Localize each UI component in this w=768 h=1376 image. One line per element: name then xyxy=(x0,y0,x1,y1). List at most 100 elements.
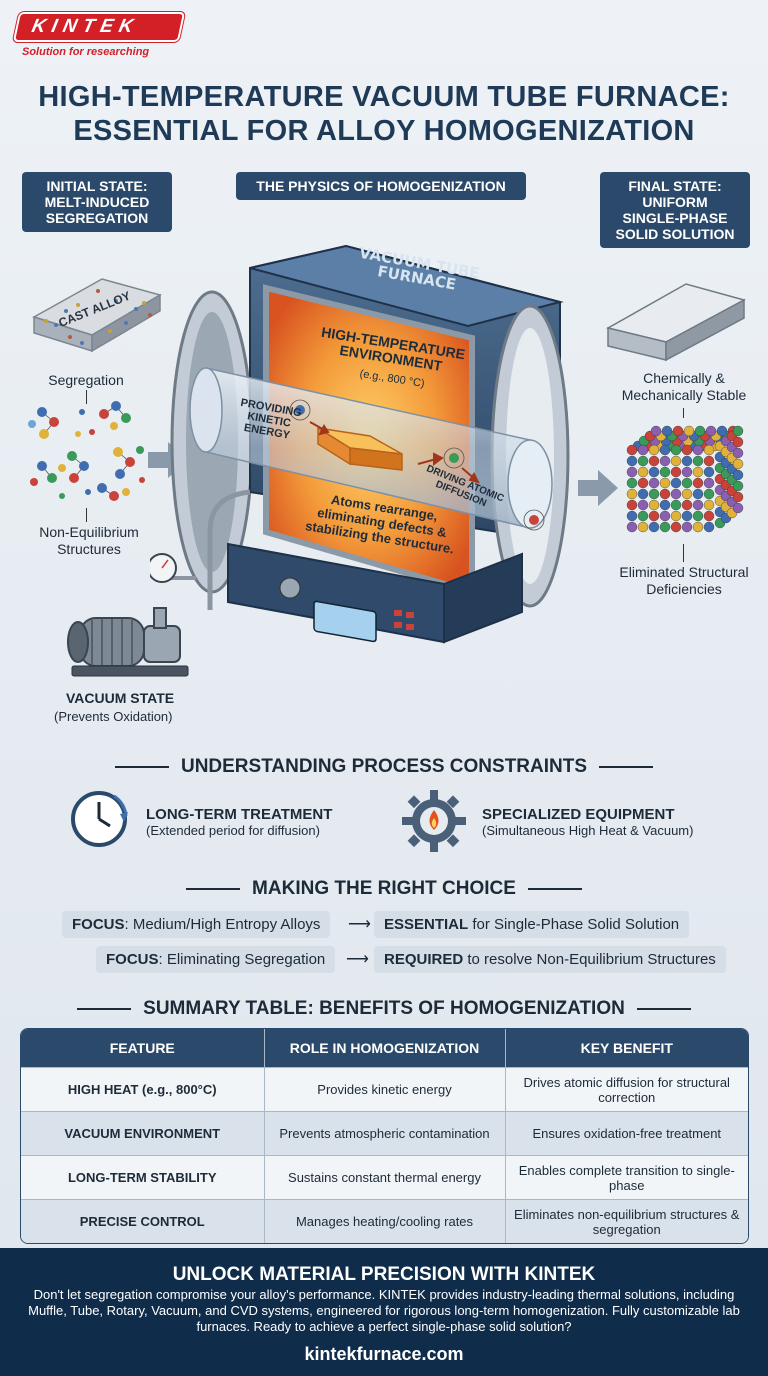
table-row: PRECISE CONTROL Manages heating/cooling … xyxy=(21,1199,748,1243)
logo-tagline: Solution for researching xyxy=(22,46,150,58)
lattice-atom xyxy=(681,455,693,467)
label-line: Non-Equilibrium xyxy=(39,524,139,540)
choice-focus-1: FOCUS: Medium/High Entropy Alloys xyxy=(62,911,331,938)
vacuum-state-label: VACUUM STATE xyxy=(66,690,175,706)
lattice-atom xyxy=(681,521,693,533)
physics-pill: THE PHYSICS OF HOMOGENIZATION xyxy=(236,172,526,200)
footer-body: Don't let segregation compromise your al… xyxy=(28,1287,740,1334)
connector-line xyxy=(683,544,684,562)
focus-keyword: FOCUS xyxy=(72,916,125,933)
arrow-right-icon xyxy=(578,470,618,506)
table-header-row: FEATURE ROLE IN HOMOGENIZATION KEY BENEF… xyxy=(21,1029,748,1068)
cast-alloy-ingot: CAST ALLOY xyxy=(32,278,162,353)
choice-result-1: ESSENTIAL for Single-Phase Solid Solutio… xyxy=(374,911,690,938)
final-state-pill: FINAL STATE: UNIFORM SINGLE-PHASE SOLID … xyxy=(600,172,750,248)
arrow-right-icon: ⟶ xyxy=(346,951,369,968)
result-keyword: ESSENTIAL xyxy=(384,916,469,933)
choice-result-2: REQUIRED to resolve Non-Equilibrium Stru… xyxy=(374,946,726,973)
lattice-atom xyxy=(637,477,649,489)
lattice-atom xyxy=(732,458,744,470)
label-line: Chemically & xyxy=(643,370,725,386)
arrow-right-icon: ⟶ xyxy=(348,916,371,933)
result-text: to resolve Non-Equilibrium Structures xyxy=(463,951,716,968)
lattice-atom xyxy=(659,510,671,522)
lattice-atom xyxy=(637,521,649,533)
pill-line: FINAL STATE: xyxy=(628,178,722,194)
lattice-atom xyxy=(626,510,638,522)
result-text: for Single-Phase Solid Solution xyxy=(468,916,680,933)
title-line-1: HIGH-TEMPERATURE VACUUM TUBE FURNACE: xyxy=(38,81,730,113)
lattice-atom xyxy=(703,488,715,500)
lattice-atom xyxy=(681,510,693,522)
lattice-atom xyxy=(648,477,660,489)
lattice-atom xyxy=(681,499,693,511)
divider xyxy=(77,1007,132,1010)
divider xyxy=(599,765,654,768)
lattice-atom xyxy=(672,425,684,437)
lattice-atom xyxy=(692,444,704,456)
lattice-atom xyxy=(703,466,715,478)
label-line: Deficiencies xyxy=(646,581,722,597)
lattice-atom xyxy=(659,466,671,478)
lattice-atom xyxy=(732,425,744,437)
choice-heading: MAKING THE RIGHT CHOICE xyxy=(0,878,768,900)
table-cell: LONG-TERM STABILITY xyxy=(21,1155,264,1200)
lattice-atom xyxy=(703,477,715,489)
lattice-atom xyxy=(659,444,671,456)
lattice-atom xyxy=(703,521,715,533)
divider xyxy=(527,887,582,890)
pill-line: UNIFORM xyxy=(642,194,708,210)
page-title: HIGH-TEMPERATURE VACUUM TUBE FURNACE: ES… xyxy=(0,80,768,148)
lattice-atom xyxy=(694,425,706,437)
column-header: KEY BENEFIT xyxy=(504,1029,748,1068)
lattice-atom xyxy=(692,455,704,467)
footer-link[interactable]: kintekfurnace.com xyxy=(304,1344,464,1364)
connector-line xyxy=(683,408,684,418)
connector-line xyxy=(86,508,87,522)
lattice-atom xyxy=(683,425,695,437)
label-line: Structures xyxy=(57,541,121,557)
summary-table: FEATURE ROLE IN HOMOGENIZATION KEY BENEF… xyxy=(20,1028,749,1244)
label-line: Mechanically Stable xyxy=(621,387,747,403)
lattice-atom xyxy=(670,466,682,478)
lattice-atom xyxy=(626,455,638,467)
pill-line: SOLID SOLUTION xyxy=(615,226,735,242)
pill-line: SINGLE-PHASE xyxy=(622,210,728,226)
lattice-atom xyxy=(659,455,671,467)
lattice-atom xyxy=(648,444,660,456)
lattice-atom xyxy=(703,499,715,511)
table-cell: VACUUM ENVIRONMENT xyxy=(21,1111,264,1156)
lattice-atom xyxy=(637,444,649,456)
lattice-atom xyxy=(648,510,660,522)
lattice-atom xyxy=(681,444,693,456)
constraints-heading: UNDERSTANDING PROCESS CONSTRAINTS xyxy=(0,756,768,778)
lattice-atom xyxy=(626,499,638,511)
lattice-atom xyxy=(732,502,744,514)
pill-line: MELT-INDUCED xyxy=(44,194,150,210)
footer-title: UNLOCK MATERIAL PRECISION WITH KINTEK xyxy=(172,1264,596,1285)
lattice-atom xyxy=(732,436,744,448)
table-cell: HIGH HEAT (e.g., 800°C) xyxy=(21,1067,264,1112)
lattice-atom xyxy=(648,455,660,467)
lattice-atom xyxy=(692,477,704,489)
constraints-heading-text: UNDERSTANDING PROCESS CONSTRAINTS xyxy=(180,756,588,777)
lattice-atom xyxy=(659,521,671,533)
non-equilibrium-label: Non-Equilibrium Structures xyxy=(14,524,164,558)
lattice-atom xyxy=(670,455,682,467)
constraint-sub: (Simultaneous High Heat & Vacuum) xyxy=(482,823,694,838)
column-header: ROLE IN HOMOGENIZATION xyxy=(263,1029,505,1068)
clock-icon xyxy=(71,791,128,847)
choice-focus-2: FOCUS: Eliminating Segregation xyxy=(96,946,336,973)
lattice-atom xyxy=(637,455,649,467)
lattice-atom xyxy=(692,488,704,500)
focus-text: : Medium/High Entropy Alloys xyxy=(124,916,321,933)
vacuum-tube-furnace-illustration xyxy=(150,244,570,644)
table-cell: Sustains constant thermal energy xyxy=(263,1155,505,1200)
lattice-atom xyxy=(732,469,744,481)
lattice-atom xyxy=(681,477,693,489)
uniform-ingot xyxy=(605,283,747,362)
lattice-atom xyxy=(732,491,744,503)
stable-label: Chemically & Mechanically Stable xyxy=(604,370,764,404)
uniform-lattice-cube xyxy=(626,425,744,533)
table-row: VACUUM ENVIRONMENT Prevents atmospheric … xyxy=(21,1111,748,1156)
